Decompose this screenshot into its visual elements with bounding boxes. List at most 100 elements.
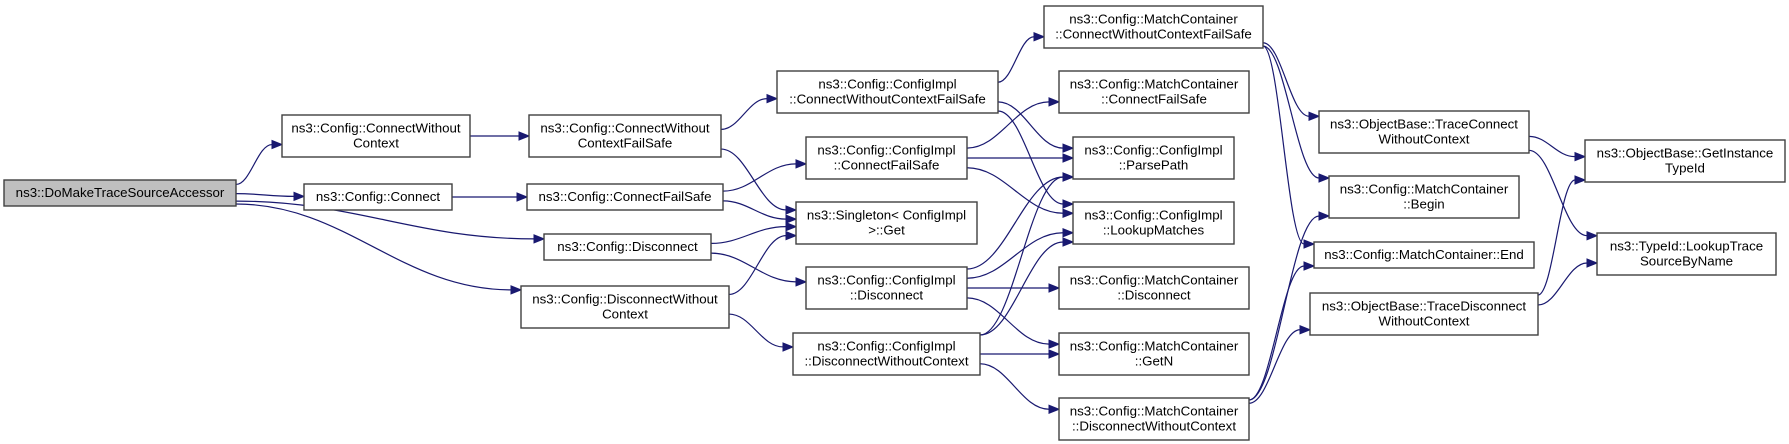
node-mc-cfs[interactable]: ns3::Config::MatchContainer::ConnectFail…	[1058, 70, 1250, 114]
node-label: ns3::Config::ConnectWithout	[291, 121, 461, 136]
node-label: ::ConnectFailSafe	[1101, 92, 1207, 107]
node-label: ::Disconnect	[850, 288, 923, 303]
edge-ci-cwcfs-to-ci-parse	[997, 101, 1075, 153]
node-ci-parse[interactable]: ns3::Config::ConfigImpl::ParsePath	[1072, 136, 1235, 180]
node-cwcfs[interactable]: ns3::Config::ConnectWithoutContextFailSa…	[528, 114, 722, 158]
node-ci-dwc[interactable]: ns3::Config::ConfigImpl::DisconnectWitho…	[792, 332, 981, 376]
node-box[interactable]	[792, 332, 981, 376]
node-box[interactable]	[3, 179, 237, 207]
node-mc-disc[interactable]: ns3::Config::MatchContainer::Disconnect	[1058, 266, 1250, 310]
node-box[interactable]	[805, 136, 968, 180]
node-cwc[interactable]: ns3::Config::ConnectWithoutContext	[281, 114, 471, 158]
node-connect[interactable]: ns3::Config::Connect	[303, 183, 453, 211]
edge-line	[710, 252, 797, 283]
arrowhead-icon	[1048, 97, 1061, 107]
node-box[interactable]	[528, 114, 722, 158]
arrowhead-icon	[1062, 153, 1075, 163]
node-mc-end[interactable]: ns3::Config::MatchContainer::End	[1313, 241, 1535, 269]
edge-cwc-to-cwcfs	[470, 131, 531, 141]
edge-line	[722, 200, 787, 220]
edge-dwc-to-ci-dwc	[728, 313, 795, 352]
arrowhead-icon	[1033, 32, 1046, 42]
arrowhead-icon	[1048, 339, 1061, 349]
arrowhead-icon	[1062, 208, 1075, 218]
node-box[interactable]	[795, 201, 978, 245]
arrowhead-icon	[1574, 175, 1587, 185]
arrowhead-icon	[271, 139, 284, 150]
node-ob-tcwc[interactable]: ns3::ObjectBase::TraceConnectWithoutCont…	[1318, 110, 1530, 154]
node-mc-begin[interactable]: ns3::Config::MatchContainer::Begin	[1328, 175, 1520, 219]
node-label: ns3::Config::MatchContainer	[1070, 339, 1239, 354]
edge-ob-tcwc-to-tid-lookup	[1528, 149, 1599, 241]
node-box[interactable]	[1309, 292, 1539, 336]
node-label: ContextFailSafe	[578, 136, 673, 151]
node-disconnect[interactable]: ns3::Config::Disconnect	[543, 233, 712, 261]
edge-ob-tdwc-to-tid-lookup	[1537, 258, 1599, 306]
node-mc-dwc[interactable]: ns3::Config::MatchContainer::DisconnectW…	[1058, 397, 1250, 441]
node-singleton[interactable]: ns3::Singleton< ConfigImpl>::Get	[795, 201, 978, 245]
node-ob-tdwc[interactable]: ns3::ObjectBase::TraceDisconnectWithoutC…	[1309, 292, 1539, 336]
node-root[interactable]: ns3::DoMakeTraceSourceAccessor	[3, 179, 237, 207]
node-box[interactable]	[1058, 266, 1250, 310]
node-ci-lookup[interactable]: ns3::Config::ConfigImpl::LookupMatches	[1072, 201, 1235, 245]
arrowhead-icon	[1299, 325, 1312, 335]
edge-ci-cfs-to-ci-parse	[966, 153, 1075, 163]
arrowhead-icon	[1318, 211, 1331, 221]
node-box[interactable]	[1072, 201, 1235, 245]
node-box[interactable]	[303, 183, 453, 211]
arrowhead-icon	[1048, 404, 1061, 414]
node-dwc[interactable]: ns3::Config::DisconnectWithoutContext	[520, 285, 730, 329]
edge-ci-disc-to-ci-lookup	[966, 228, 1075, 279]
node-box[interactable]	[1058, 70, 1250, 114]
node-mc-getn[interactable]: ns3::Config::MatchContainer::GetN	[1058, 332, 1250, 376]
edge-line	[966, 176, 1064, 270]
node-box[interactable]	[526, 183, 724, 211]
node-box[interactable]	[1584, 139, 1786, 183]
edge-ob-tcwc-to-ob-gitid	[1528, 135, 1587, 162]
node-label: ns3::Config::ConfigImpl	[817, 143, 955, 158]
edge-ob-tdwc-to-ob-gitid	[1537, 175, 1587, 296]
node-label: ::ConnectFailSafe	[834, 158, 940, 173]
node-box[interactable]	[281, 114, 471, 158]
edge-line	[235, 203, 512, 291]
node-label: ns3::Config::MatchContainer	[1069, 12, 1238, 27]
edge-line	[966, 101, 1050, 149]
node-label: ns3::Config::ConnectWithout	[540, 121, 710, 136]
edge-line	[728, 235, 787, 295]
arrowhead-icon	[1574, 151, 1587, 162]
node-ci-cfs[interactable]: ns3::Config::ConfigImpl::ConnectFailSafe	[805, 136, 968, 180]
node-ci-cwcfs[interactable]: ns3::Config::ConfigImpl::ConnectWithoutC…	[776, 70, 999, 114]
edge-cfs-to-singleton	[722, 200, 798, 224]
edge-line	[997, 101, 1064, 149]
arrowhead-icon	[795, 159, 808, 169]
node-label: ns3::Config::MatchContainer	[1070, 77, 1239, 92]
node-box[interactable]	[1313, 241, 1535, 269]
node-box[interactable]	[520, 285, 730, 329]
node-box[interactable]	[543, 233, 712, 261]
node-box[interactable]	[1058, 332, 1250, 376]
node-ci-disc[interactable]: ns3::Config::ConfigImpl::Disconnect	[805, 266, 968, 310]
node-box[interactable]	[805, 266, 968, 310]
edge-line	[979, 176, 1064, 336]
node-box[interactable]	[1596, 232, 1777, 276]
node-box[interactable]	[1318, 110, 1530, 154]
node-box[interactable]	[1072, 136, 1235, 180]
node-box[interactable]	[776, 70, 999, 114]
node-mc-cwcfs[interactable]: ns3::Config::MatchContainer::ConnectWith…	[1043, 5, 1264, 49]
edge-disconnect-to-singleton	[710, 221, 798, 244]
edge-cwcfs-to-ci-cwcfs	[720, 93, 779, 130]
edge-cwcfs-to-singleton	[720, 148, 798, 215]
node-box[interactable]	[1328, 175, 1520, 219]
node-box[interactable]	[1058, 397, 1250, 441]
edge-line	[997, 36, 1035, 83]
node-label: Context	[602, 307, 648, 322]
node-label: WithoutContext	[1379, 132, 1470, 147]
arrowhead-icon	[1062, 143, 1075, 153]
arrowhead-icon	[785, 221, 798, 232]
node-box[interactable]	[1043, 5, 1264, 49]
edge-mc-dwc-to-ob-tdwc	[1248, 325, 1312, 404]
node-cfs[interactable]: ns3::Config::ConnectFailSafe	[526, 183, 724, 211]
